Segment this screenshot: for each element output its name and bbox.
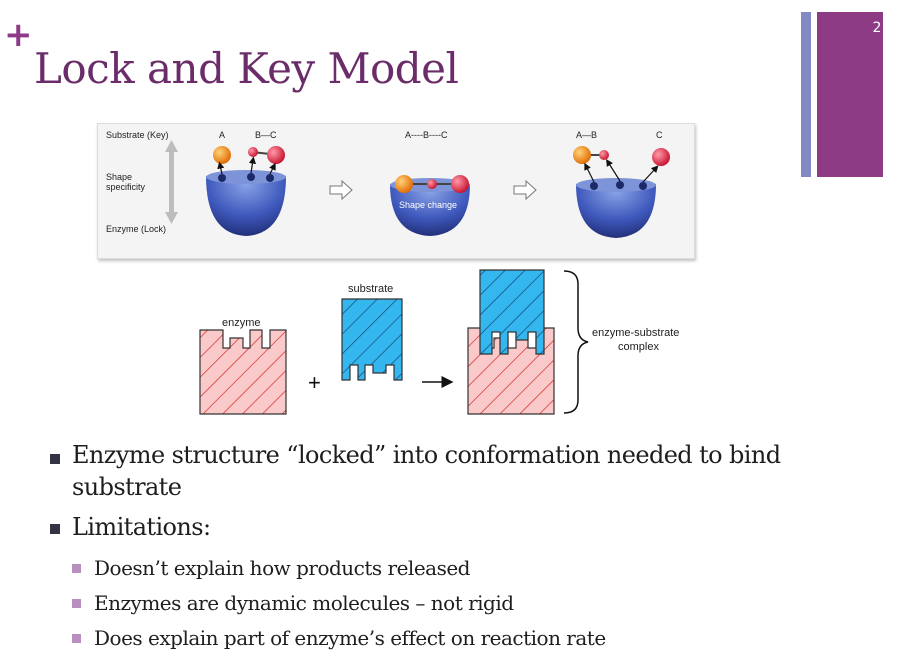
enzyme-bowl-1 <box>206 170 286 236</box>
sub-bullet-text-1: Doesn’t explain how products released <box>94 556 470 580</box>
enzyme-substrate-diagram: enzyme + substrate enzyme-substrate comp… <box>199 269 679 415</box>
label-enzyme-substrate: enzyme-substrate <box>592 327 679 339</box>
accent-bar-wide <box>817 12 883 177</box>
bullet-text-1-line1: Enzyme structure “locked” into conformat… <box>72 441 781 469</box>
label-substrate: substrate <box>348 283 393 295</box>
plus-decoration: + <box>4 15 33 55</box>
product-molecules <box>573 146 670 183</box>
page-number: 2 <box>872 20 882 36</box>
substrate-molecules-1 <box>213 146 285 175</box>
bullet-square-icon <box>50 524 60 534</box>
label-c: C <box>656 130 663 140</box>
process-arrow-1 <box>329 179 353 201</box>
double-arrow-icon <box>165 140 178 224</box>
label-shape-change: Shape change <box>399 200 457 210</box>
label-b-c: B—C <box>255 130 277 140</box>
complex-substrate-block <box>479 269 545 355</box>
accent-bar-thin <box>801 12 811 177</box>
slide-title: Lock and Key Model <box>34 44 459 93</box>
substrate-block <box>341 298 403 381</box>
lock-and-key-diagram: Substrate (Key) Shape specificity Enzyme… <box>106 130 670 238</box>
label-a: A <box>219 130 225 140</box>
label-a-b-c: A----B----C <box>405 130 448 140</box>
process-arrow-2 <box>513 179 537 201</box>
curly-brace <box>563 270 589 414</box>
label-specificity: specificity <box>106 182 146 192</box>
bullet-text-1-line2: substrate <box>72 473 182 501</box>
bullet-text-2: Limitations: <box>72 513 211 541</box>
label-enzyme: enzyme <box>222 317 261 329</box>
plus-sign: + <box>308 370 321 395</box>
enzyme-substrate-figure: enzyme + substrate enzyme-substrate comp… <box>190 268 710 418</box>
sub-bullet-square-icon <box>72 564 81 573</box>
bullet-square-icon <box>50 454 60 464</box>
label-a-b: A—B <box>576 130 597 140</box>
label-shape: Shape <box>106 172 132 182</box>
lock-and-key-figure: Substrate (Key) Shape specificity Enzyme… <box>97 123 695 259</box>
sub-bullet-text-2: Enzymes are dynamic molecules – not rigi… <box>94 591 514 615</box>
label-enzyme-lock: Enzyme (Lock) <box>106 224 166 234</box>
sub-bullet-square-icon <box>72 599 81 608</box>
label-complex: complex <box>618 341 659 353</box>
enzyme-bowl-3 <box>576 178 656 238</box>
sub-bullet-square-icon <box>72 634 81 643</box>
sub-bullet-text-3: Does explain part of enzyme’s effect on … <box>94 626 606 650</box>
label-substrate-key: Substrate (Key) <box>106 130 169 140</box>
enzyme-block <box>199 329 287 415</box>
substrate-molecules-2 <box>395 175 469 193</box>
